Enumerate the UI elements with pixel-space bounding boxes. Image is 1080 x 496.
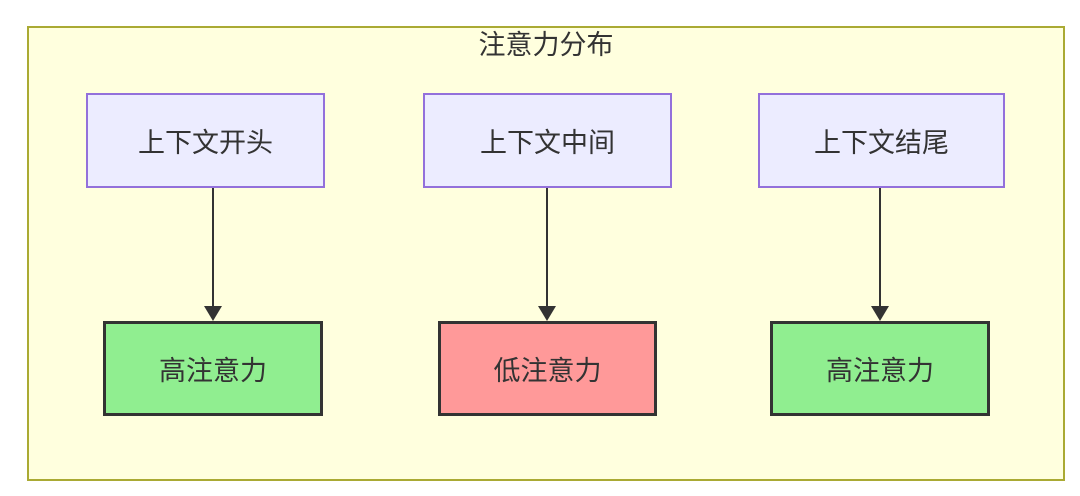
arrow-line — [879, 188, 881, 307]
node-high-attention-left: 高注意力 — [103, 321, 323, 416]
arrow-line — [546, 188, 548, 307]
node-high-attention-right: 高注意力 — [770, 321, 990, 416]
arrowhead-down-icon — [871, 306, 889, 321]
cluster-title: 注意力分布 — [478, 30, 614, 60]
arrowhead-down-icon — [204, 306, 222, 321]
arrowhead-down-icon — [538, 306, 556, 321]
node-context-end: 上下文结尾 — [758, 93, 1005, 188]
node-low-attention: 低注意力 — [438, 321, 657, 416]
node-context-beginning: 上下文开头 — [86, 93, 325, 188]
node-context-middle: 上下文中间 — [423, 93, 672, 188]
arrow-line — [212, 188, 214, 307]
